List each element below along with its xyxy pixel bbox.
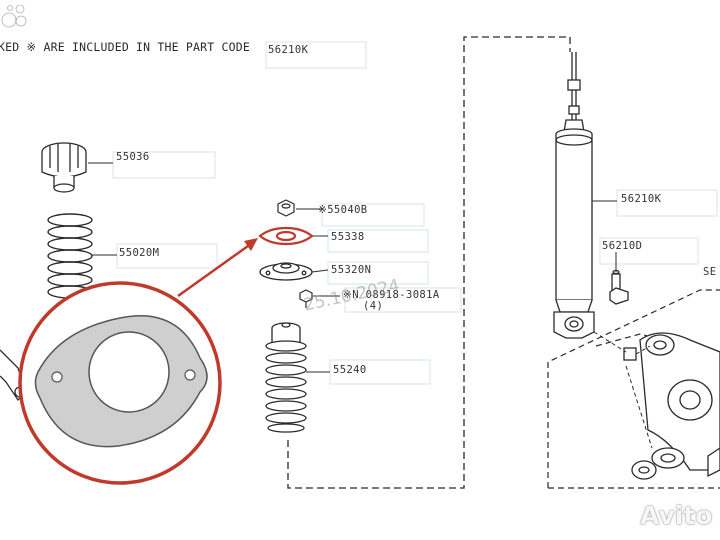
label-box-bolt — [344, 287, 462, 313]
strut-mount — [259, 262, 313, 281]
gasket-bolt-hole-right — [184, 369, 196, 381]
label-box-55338 — [327, 229, 429, 253]
gasket-bolt-hole-left — [51, 371, 63, 383]
label-55338: 55338 — [331, 231, 365, 243]
label-box-56210d — [599, 237, 699, 265]
gasket-highlighted — [258, 226, 314, 246]
nut — [277, 199, 295, 217]
label-box-55040b — [321, 203, 425, 227]
small-bolt — [299, 289, 313, 308]
brand-watermark: Avito — [640, 501, 713, 530]
label-55020m: 55020M — [119, 247, 160, 259]
bump-stop-cap — [41, 142, 87, 193]
header-note: KED ※ ARE INCLUDED IN THE PART CODE — [0, 40, 251, 54]
label-55320n: 55320N — [331, 264, 372, 276]
leader-55320n — [311, 269, 329, 273]
header-part-code: 56210K — [268, 44, 309, 56]
knuckle-assembly — [623, 332, 720, 480]
section-boundary — [547, 289, 720, 489]
label-bolt: ※N 08918-3081A — [343, 289, 440, 301]
label-section-ref: SE — [703, 266, 717, 278]
avito-logo-icon — [1, 4, 27, 28]
label-box-55320n — [327, 261, 429, 285]
label-boxes — [112, 41, 718, 385]
label-56210d: 56210D — [602, 240, 643, 252]
label-bolt-qty: (4) — [363, 300, 384, 312]
magnified-gasket — [18, 281, 222, 485]
lower-bolt — [609, 269, 629, 305]
header-part-box — [265, 41, 367, 69]
dust-boot — [265, 322, 307, 433]
label-box-55020m — [116, 243, 218, 269]
gasket-center-hole — [88, 331, 170, 413]
label-55036: 55036 — [116, 151, 150, 163]
shock-absorber — [553, 52, 595, 339]
label-55040b: ※55040B — [318, 204, 368, 216]
label-box-56210k — [616, 189, 718, 217]
coil-spring — [47, 213, 93, 299]
label-55240: 55240 — [333, 364, 367, 376]
assembly-boundary — [287, 36, 571, 489]
knuckle-dashes — [593, 331, 653, 449]
arrow-icon — [177, 238, 258, 298]
label-56210k: 56210K — [621, 193, 662, 205]
label-box-55036 — [112, 151, 216, 179]
